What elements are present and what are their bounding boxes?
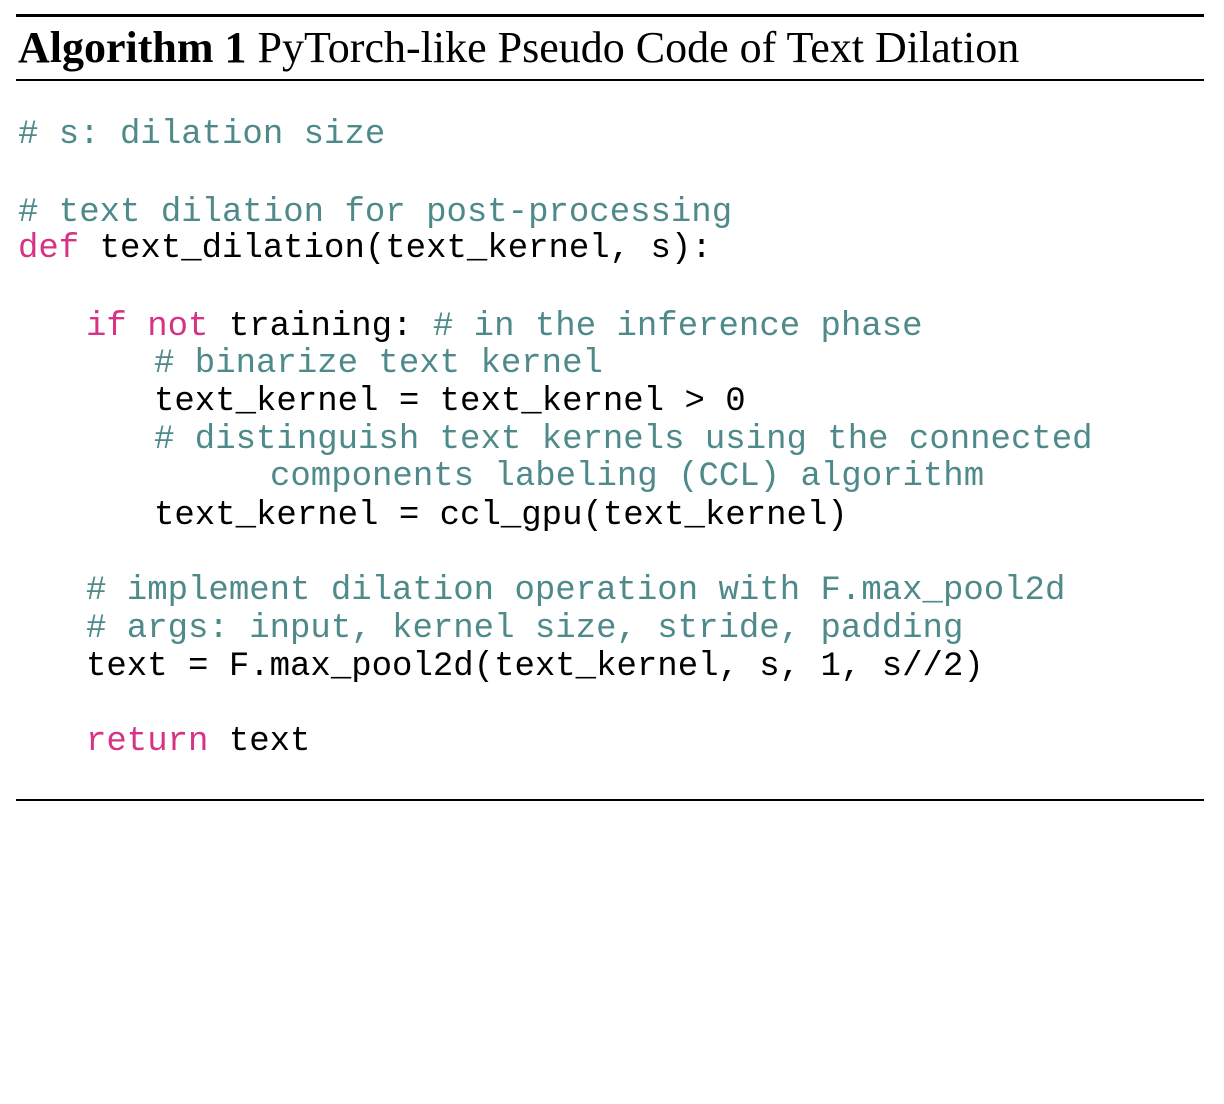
code-text: training:: [208, 308, 433, 346]
comment: # in the inference phase: [432, 308, 923, 346]
code-text: text = F.max_pool2d(text_kernel, s, 1, s…: [86, 648, 984, 686]
bottom-rule: [16, 799, 1204, 801]
code-block: # s: dilation size # text dilation for p…: [18, 116, 1093, 1104]
algorithm-block: Algorithm 1 PyTorch-like Pseudo Code of …: [16, 14, 1204, 81]
page: { "algorithm": { "label": "Algorithm 1",…: [16, 14, 1204, 801]
code-line-9: text_kernel = ccl_gpu(text_kernel): [154, 497, 848, 535]
code-line-6: text_kernel = text_kernel > 0: [154, 383, 746, 421]
code-line-5: # binarize text kernel: [154, 345, 603, 383]
code-text: text_kernel = text_kernel > 0: [154, 383, 746, 421]
keyword: if: [86, 308, 127, 346]
code-line-1: # s: dilation size: [18, 116, 385, 154]
code-text: text_kernel = ccl_gpu(text_kernel): [154, 497, 848, 535]
keyword: not: [147, 308, 209, 346]
code-line-13: return text: [86, 723, 310, 761]
code-line-10: # implement dilation operation with F.ma…: [86, 572, 1065, 610]
comment: # distinguish text kernels using the con…: [154, 421, 1093, 459]
code-line-4: if not training: # in the inference phas…: [86, 308, 923, 346]
code-text: text_dilation(text_kernel, s):: [79, 230, 712, 268]
caption-rule: [16, 79, 1204, 81]
code-line-7: # distinguish text kernels using the con…: [154, 421, 1093, 459]
keyword: return: [86, 723, 209, 761]
code-line-12: text = F.max_pool2d(text_kernel, s, 1, s…: [86, 648, 984, 686]
algorithm-title: PyTorch-like Pseudo Code of Text Dilatio…: [257, 23, 1020, 72]
comment: # implement dilation operation with F.ma…: [86, 572, 1066, 610]
code-line-11: # args: input, kernel size, stride, padd…: [86, 610, 963, 648]
top-rule: [16, 14, 1204, 17]
algorithm-label: Algorithm 1: [18, 23, 247, 72]
code-line-8: components labeling (CCL) algorithm: [270, 458, 984, 496]
comment: # text dilation for post-processing: [18, 194, 733, 232]
keyword: def: [18, 230, 80, 268]
comment: # args: input, kernel size, stride, padd…: [86, 610, 964, 648]
code-line-3: def text_dilation(text_kernel, s):: [18, 230, 712, 268]
code-text: text: [208, 723, 311, 761]
comment: # binarize text kernel: [154, 345, 603, 383]
code-line-2: # text dilation for post-processing: [18, 194, 732, 232]
comment: components labeling (CCL) algorithm: [270, 458, 985, 496]
comment: # s: dilation size: [18, 116, 386, 154]
algorithm-caption: Algorithm 1 PyTorch-like Pseudo Code of …: [18, 17, 1204, 79]
